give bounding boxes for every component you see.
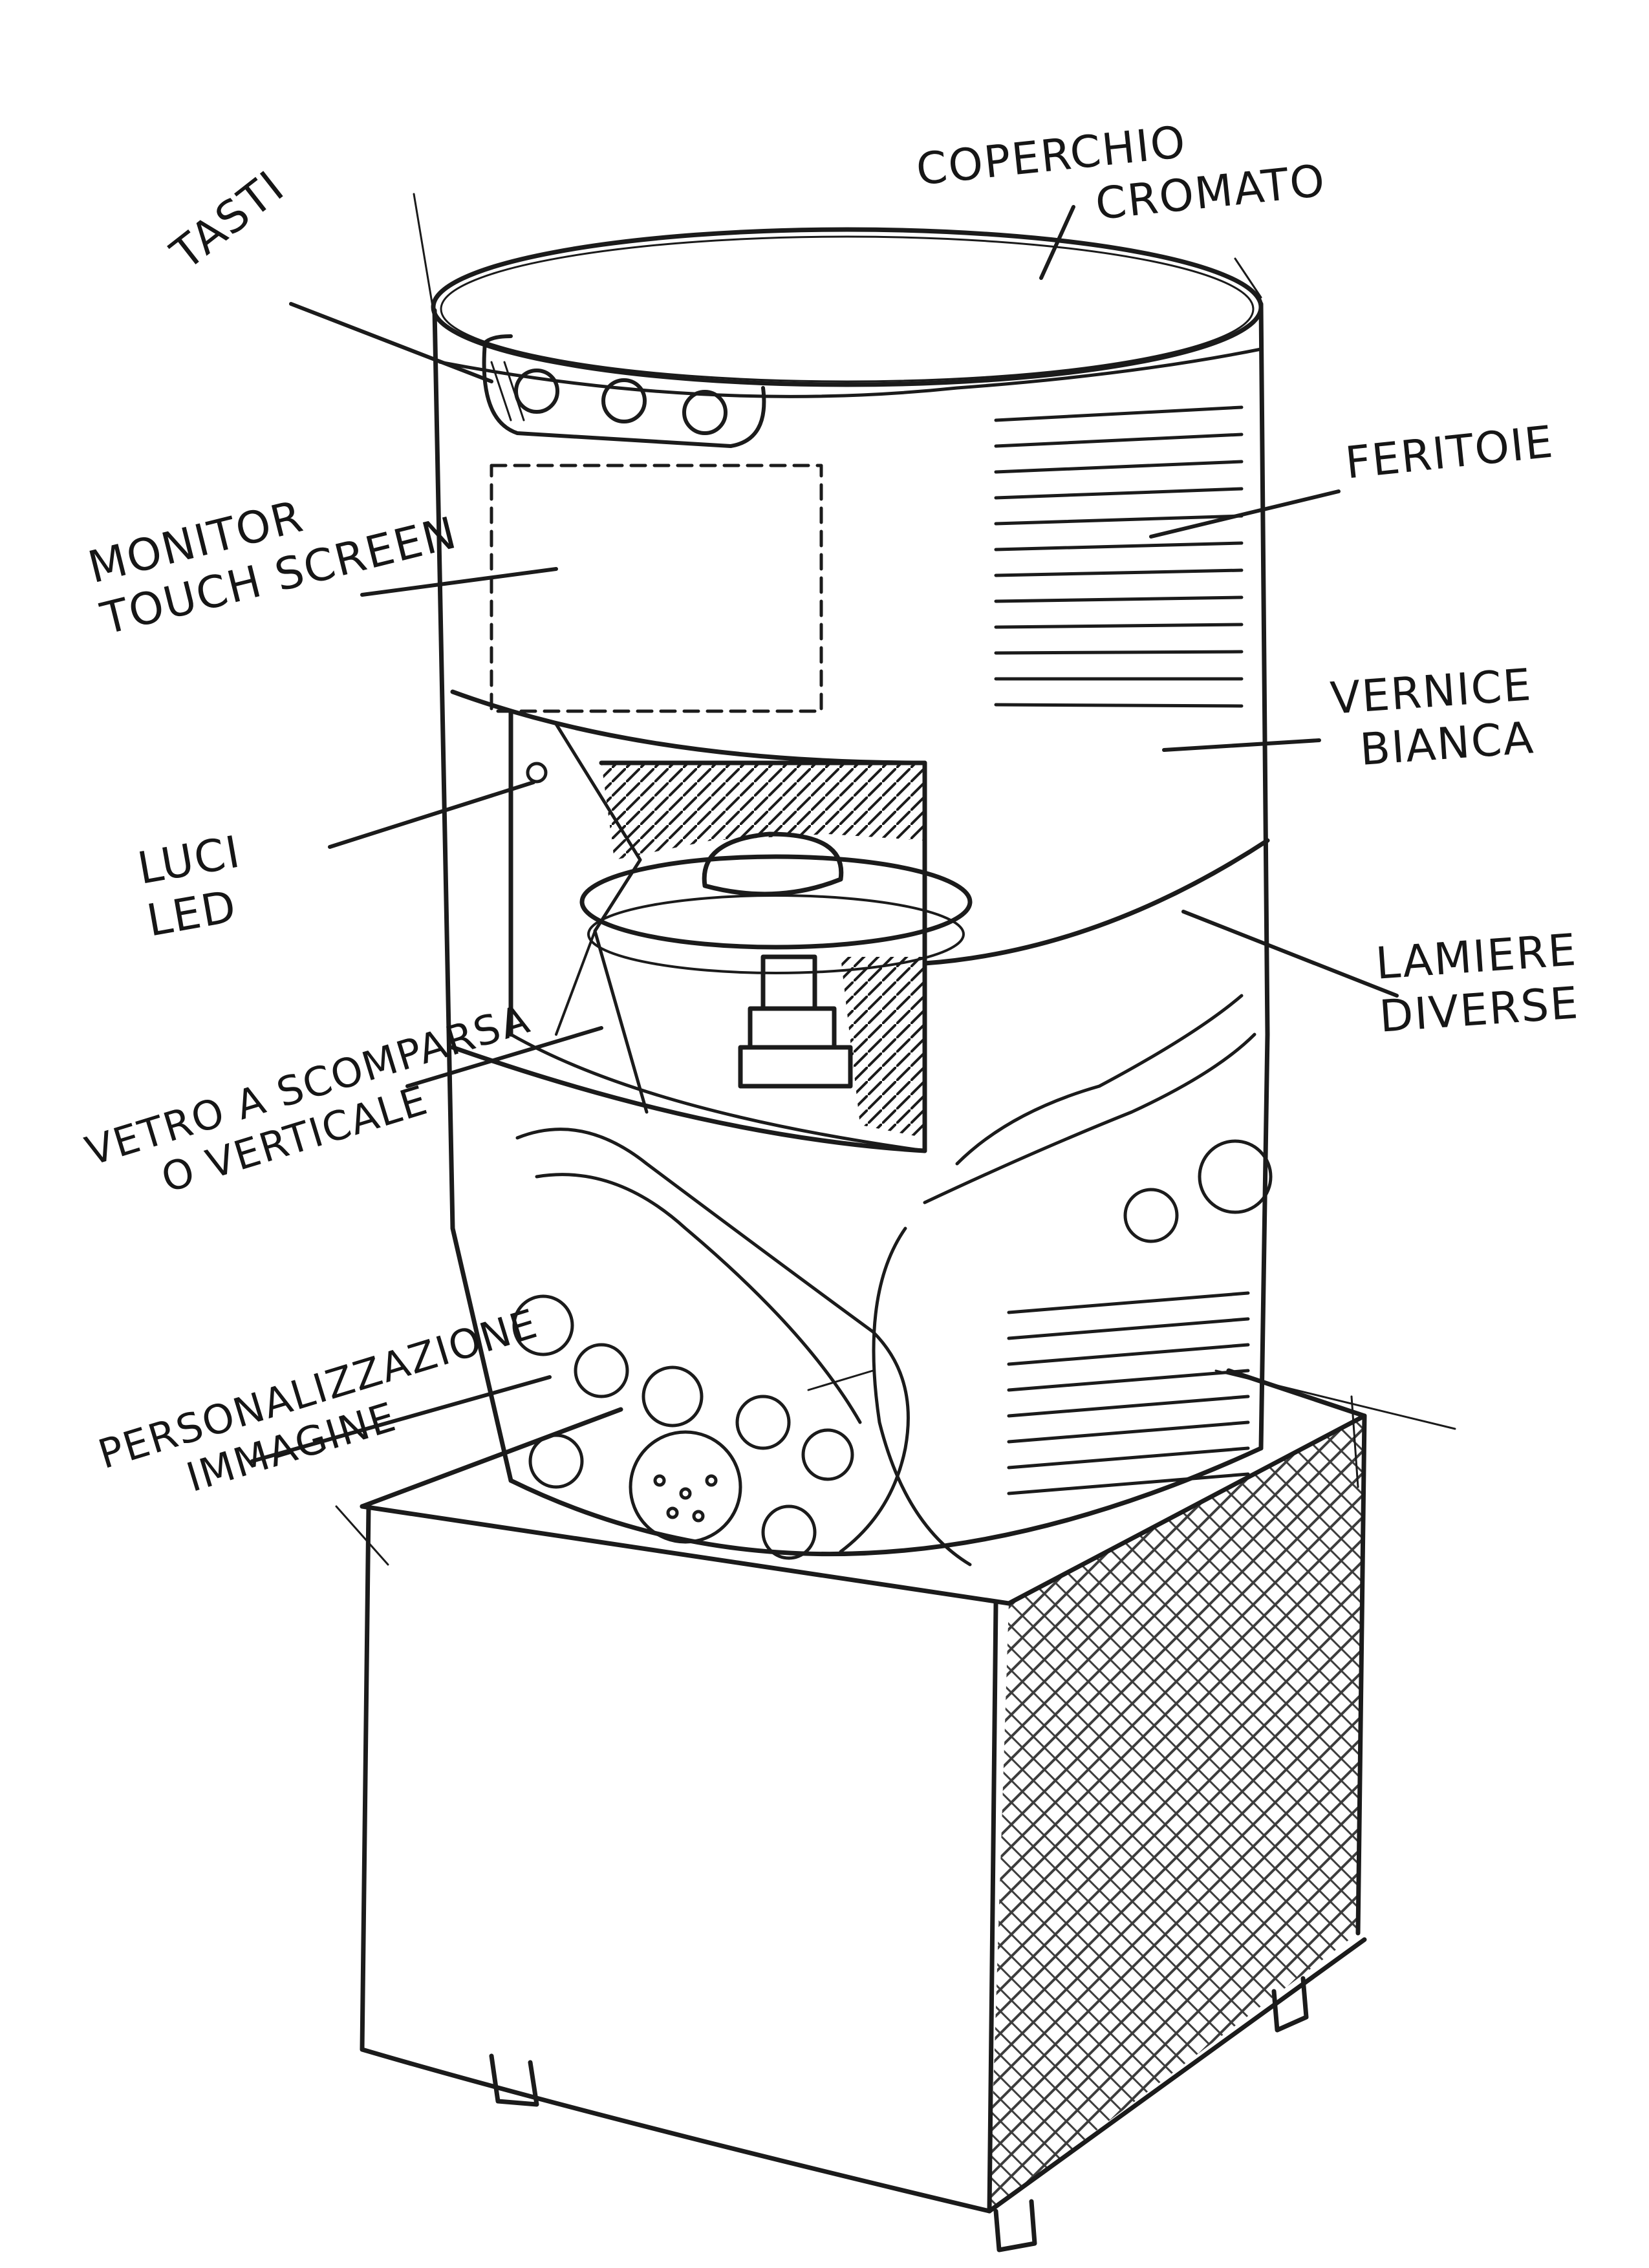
leader-luci <box>328 780 535 849</box>
touch-screen-outline <box>490 464 823 713</box>
button-2-icon <box>601 378 647 423</box>
leader-monitor <box>360 567 558 597</box>
leader-lamiere <box>1181 910 1399 998</box>
window-side-shading <box>841 957 925 1138</box>
leader-personalizzazione <box>250 1375 552 1463</box>
label-luci-led: LUCI LED <box>134 826 254 947</box>
label-vernice-bianca: VERNICE BIANCA <box>1329 659 1538 778</box>
window-top-shading <box>601 763 925 860</box>
base-side-shading <box>989 1416 1364 2211</box>
leader-feritoie <box>1149 489 1341 539</box>
buttons-panel <box>482 334 766 448</box>
leader-coperchio <box>1039 205 1075 280</box>
leader-vernice <box>1162 738 1321 752</box>
leader-vetro <box>405 1026 603 1088</box>
custom-image-graphic <box>512 994 1273 1567</box>
button-1-icon <box>514 369 559 414</box>
vents-upper <box>994 405 1244 708</box>
leader-tasti <box>289 302 493 383</box>
button-3-icon <box>682 390 727 435</box>
label-lamiere-diverse: LAMIERE DIVERSE <box>1374 924 1582 1043</box>
leader-lines <box>250 205 1399 1463</box>
